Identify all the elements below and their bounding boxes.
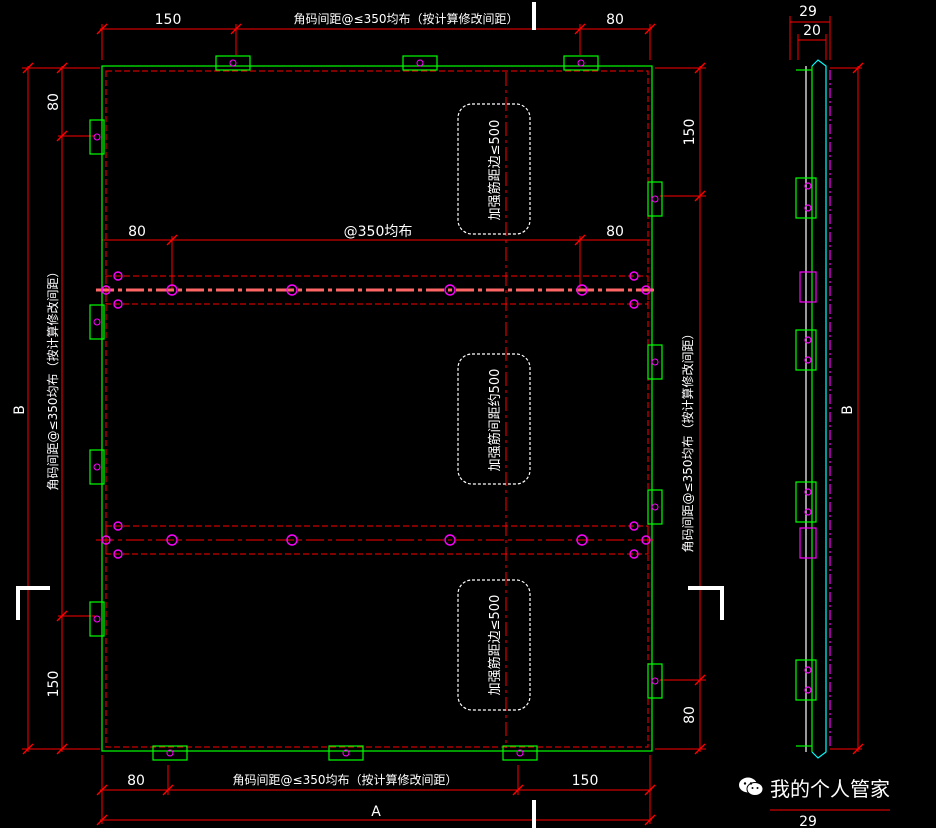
dim-right-lower: 80 bbox=[682, 706, 698, 724]
dim-right-upper: 150 bbox=[682, 119, 698, 146]
watermark: 我的个人管家 bbox=[738, 772, 890, 802]
wechat-icon bbox=[738, 776, 764, 798]
bracket-bolts bbox=[93, 59, 659, 757]
side-dim-inner: 20 bbox=[803, 23, 821, 39]
dim-top-left: 150 bbox=[155, 12, 182, 28]
side-dim-outer: 29 bbox=[799, 4, 817, 20]
section-markers bbox=[16, 2, 724, 828]
stiffener-bolts bbox=[101, 271, 651, 559]
dim-left-upper: 80 bbox=[46, 93, 62, 111]
stiffener-note-boxes bbox=[457, 103, 531, 711]
stiffener-note-middle: 加强筋间距约500 bbox=[487, 369, 503, 472]
dim-mid-left: 80 bbox=[128, 224, 146, 240]
stiffener-note-bottom: 加强筋距边≤500 bbox=[487, 595, 503, 696]
dim-top-note: 角码间距@≤350均布（按计算修改间距） bbox=[294, 11, 519, 26]
side-view bbox=[795, 59, 831, 759]
dim-bottom-right: 150 bbox=[572, 773, 599, 789]
dim-left-note: 角码间距@≤350均布（按计算修改间距） bbox=[45, 266, 60, 491]
dim-mid-right: 80 bbox=[606, 224, 624, 240]
dim-bottom-left: 80 bbox=[127, 773, 145, 789]
dim-left-height: B bbox=[12, 405, 28, 415]
stiffener-note-top: 加强筋距边≤500 bbox=[487, 120, 503, 221]
corner-brackets bbox=[89, 55, 663, 761]
watermark-text: 我的个人管家 bbox=[770, 776, 890, 801]
dim-right-note: 角码间距@≤350均布（按计算修改间距） bbox=[680, 328, 695, 553]
panel-outline bbox=[96, 65, 656, 752]
dimension-ticks bbox=[22, 23, 864, 826]
side-dim-bottom: 29 bbox=[799, 814, 817, 828]
side-dim-height: B bbox=[840, 405, 856, 415]
dim-width-label: A bbox=[371, 804, 381, 820]
dim-top-right: 80 bbox=[606, 12, 624, 28]
dim-bottom-note: 角码间距@≤350均布（按计算修改间距） bbox=[233, 772, 458, 787]
dimension-lines bbox=[22, 16, 890, 824]
dim-left-lower: 150 bbox=[46, 671, 62, 698]
dim-mid-center: @350均布 bbox=[344, 224, 413, 240]
